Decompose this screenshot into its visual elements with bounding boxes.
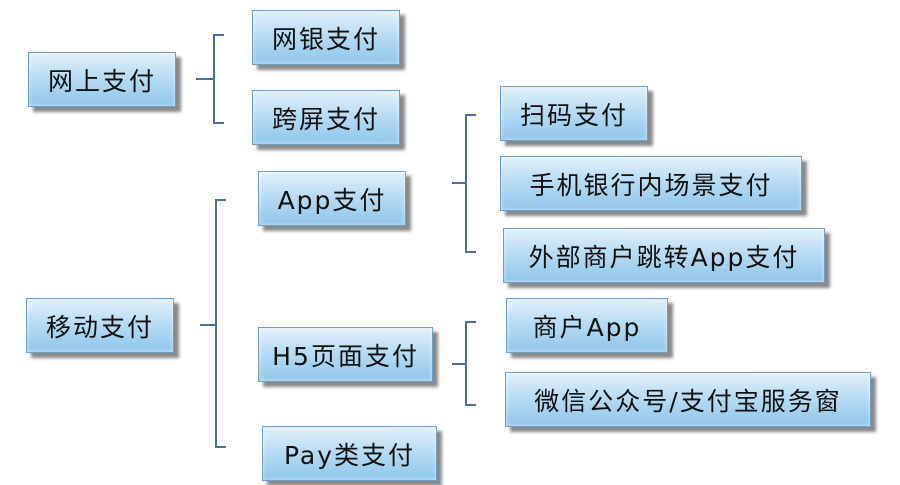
node-merchant-app: 商户App <box>506 298 668 353</box>
node-online-payment: 网上支付 <box>28 52 176 107</box>
node-scan-code-payment: 扫码支付 <box>500 86 648 141</box>
node-online-banking-payment: 网银支付 <box>252 10 400 65</box>
node-h5-page-payment: H5页面支付 <box>258 327 433 382</box>
bracket-h5-payment <box>452 321 476 406</box>
node-mobile-payment: 移动支付 <box>26 298 174 353</box>
bracket-app-payment <box>452 114 476 253</box>
bracket-online-payment <box>196 34 224 124</box>
node-external-merchant-redirect-payment: 外部商户跳转App支付 <box>503 228 825 283</box>
node-wechat-alipay-window: 微信公众号/支付宝服务窗 <box>505 372 871 427</box>
node-cross-screen-payment: 跨屏支付 <box>252 90 400 145</box>
node-app-payment: App支付 <box>258 171 406 226</box>
node-mobile-banking-scene-payment: 手机银行内场景支付 <box>500 156 802 211</box>
bracket-mobile-payment <box>200 199 226 448</box>
node-pay-type-payment: Pay类支付 <box>262 426 437 481</box>
